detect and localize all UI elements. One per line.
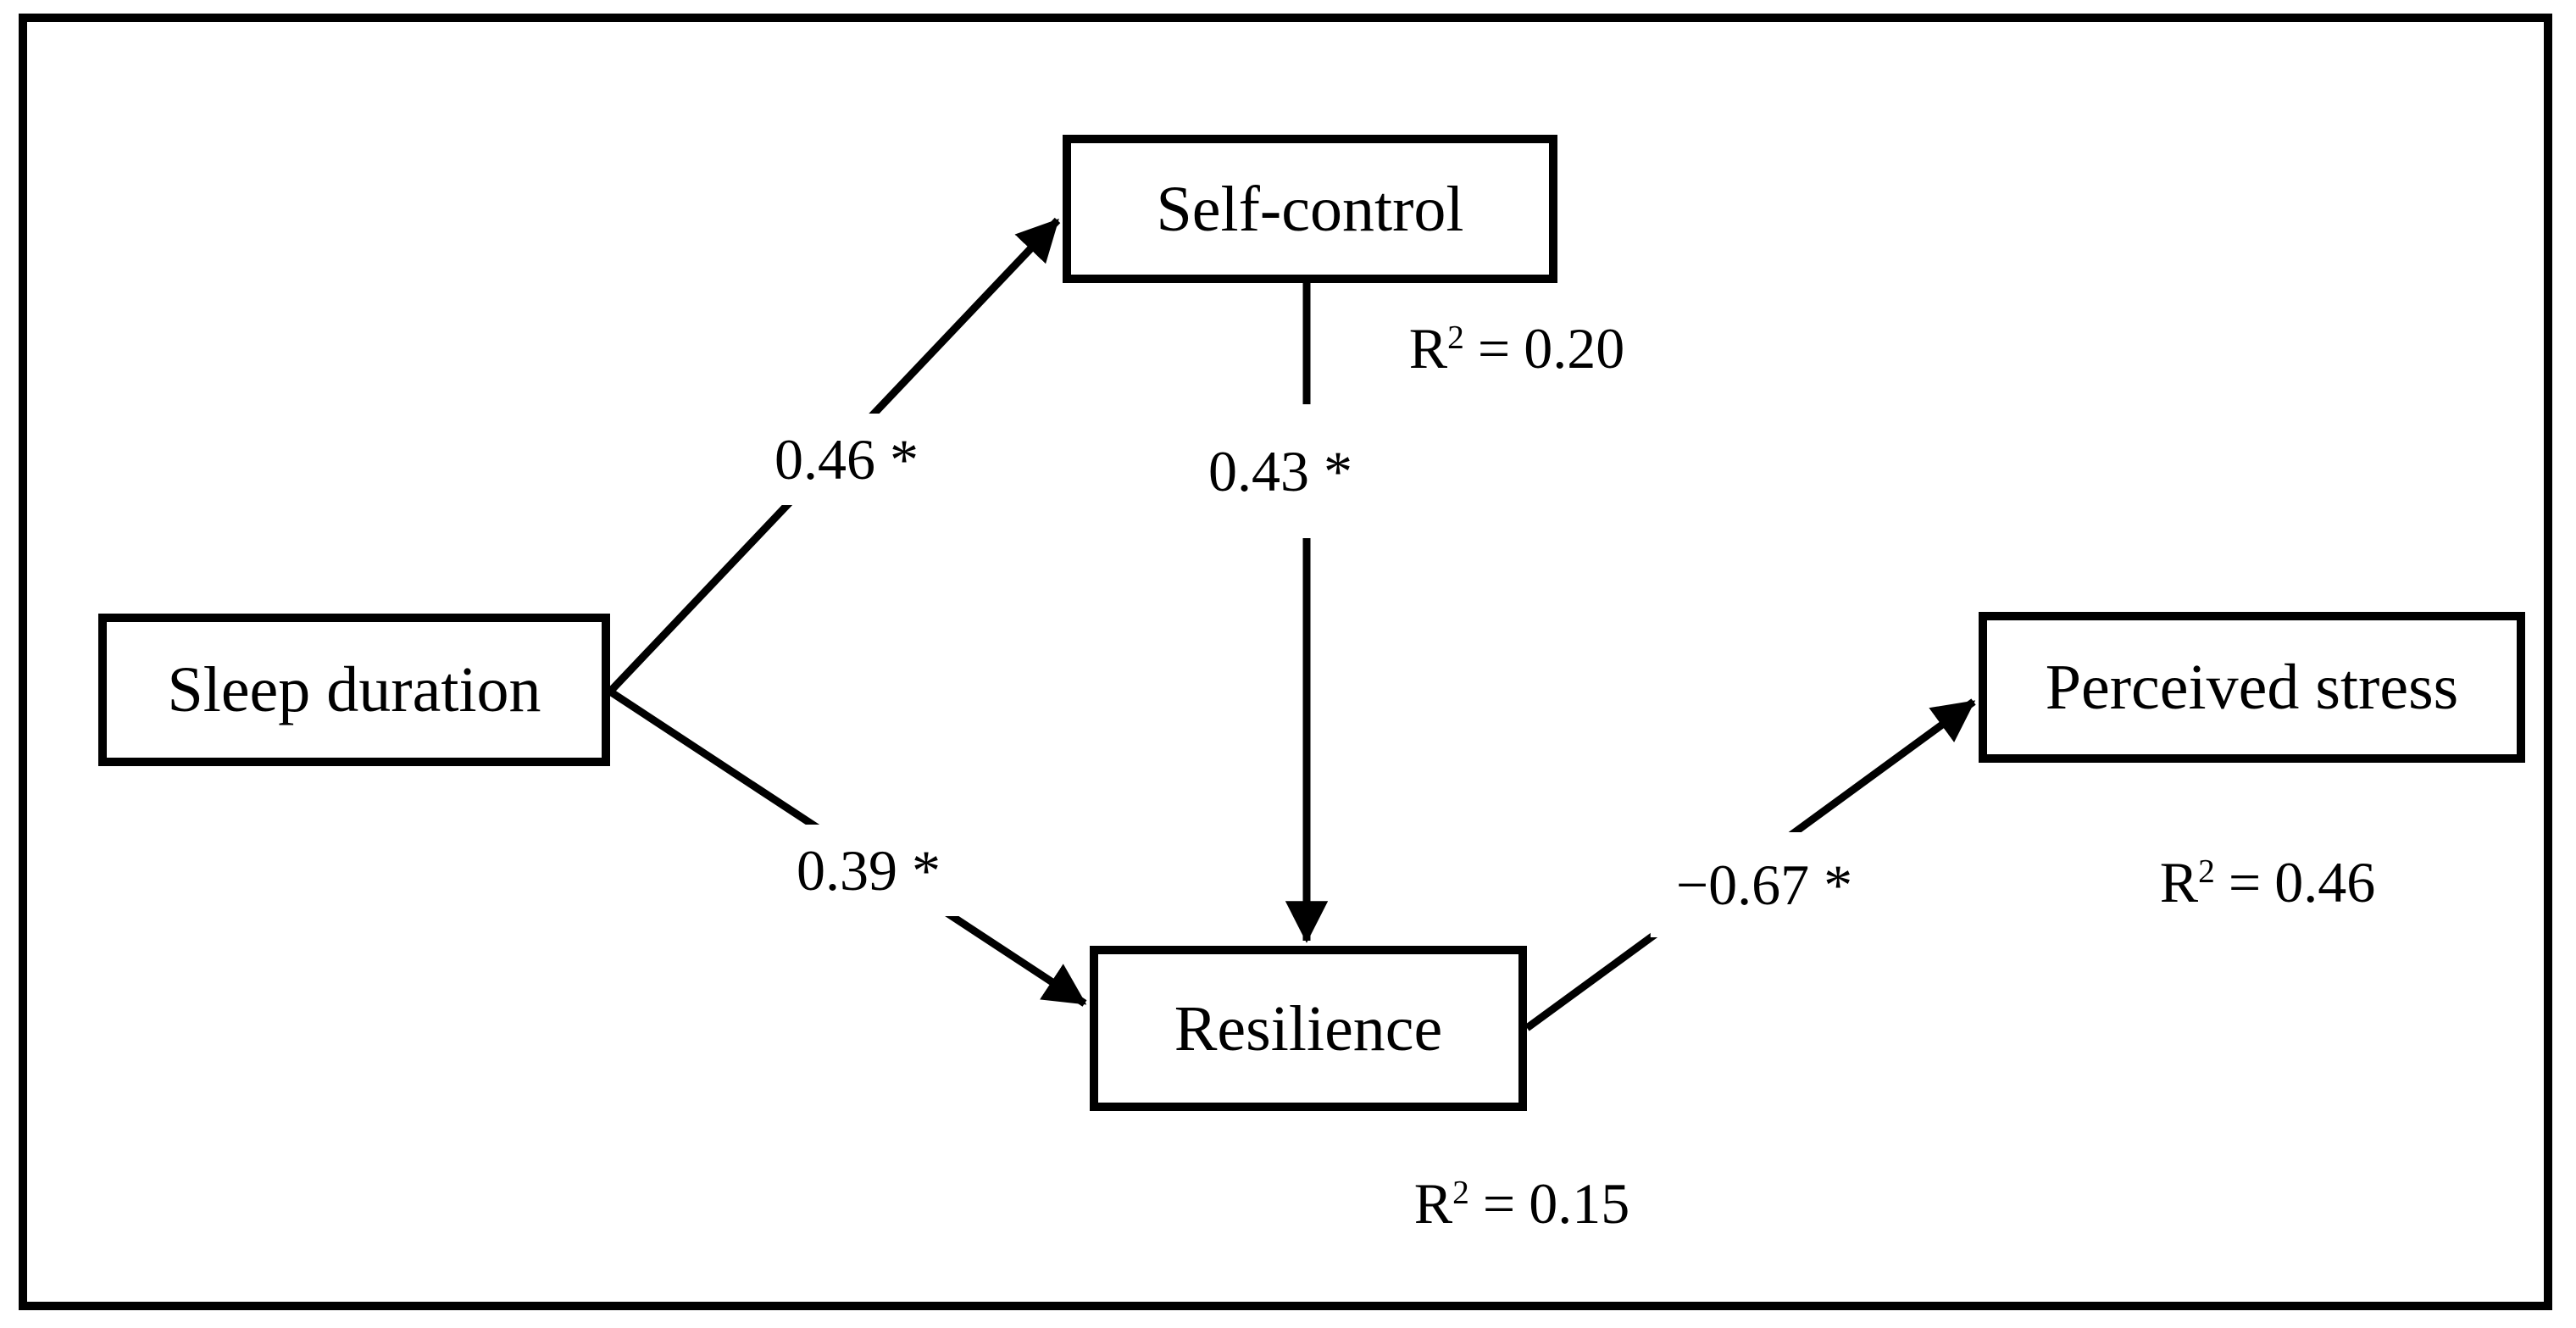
r2-symbol: R — [1413, 1171, 1453, 1236]
node-label-sleep-duration: Sleep duration — [167, 654, 541, 725]
r2-symbol: R — [1408, 316, 1448, 381]
path-coefficient-sleep-selfcontrol: 0.46 * — [749, 414, 944, 505]
r2-equals: = — [2228, 850, 2262, 914]
node-perceived-stress: Perceived stress — [1979, 612, 2525, 763]
node-label-perceived-stress: Perceived stress — [2045, 652, 2459, 723]
node-label-resilience: Resilience — [1174, 992, 1443, 1064]
r2-symbol: R — [2159, 850, 2199, 914]
r2-label-resilience: R2=0.15 — [1413, 1173, 1630, 1232]
node-label-self-control: Self-control — [1156, 173, 1464, 245]
node-sleep-duration: Sleep duration — [98, 614, 610, 766]
r2-value-self-control: 0.20 — [1524, 316, 1625, 381]
r2-equals: = — [1482, 1171, 1516, 1236]
r2-label-perceived-stress: R2 =0.46 — [2159, 850, 2376, 914]
path-coefficient-selfcontrol-resilience: 0.43 * — [1187, 404, 1374, 538]
r2-label-self-control: R2=0.20 — [1408, 318, 1625, 377]
path-coefficient-resilience-stress: −0.67 * — [1650, 832, 1879, 937]
r2-equals: = — [1477, 316, 1511, 381]
r2-value-resilience: 0.15 — [1529, 1171, 1630, 1236]
figure-border-frame: 0.46 * 0.39 * 0.43 * −0.67 * Sleep durat… — [19, 14, 2552, 1310]
r2-exponent: 2 — [1447, 318, 1464, 356]
r2-value-perceived-stress: 0.46 — [2274, 850, 2376, 914]
path-coefficient-sleep-resilience: 0.39 * — [771, 825, 966, 916]
r2-exponent: 2 — [1452, 1173, 1469, 1211]
node-self-control: Self-control — [1063, 135, 1557, 283]
r2-exponent: 2 — [2198, 852, 2215, 890]
node-resilience: Resilience — [1090, 946, 1527, 1111]
